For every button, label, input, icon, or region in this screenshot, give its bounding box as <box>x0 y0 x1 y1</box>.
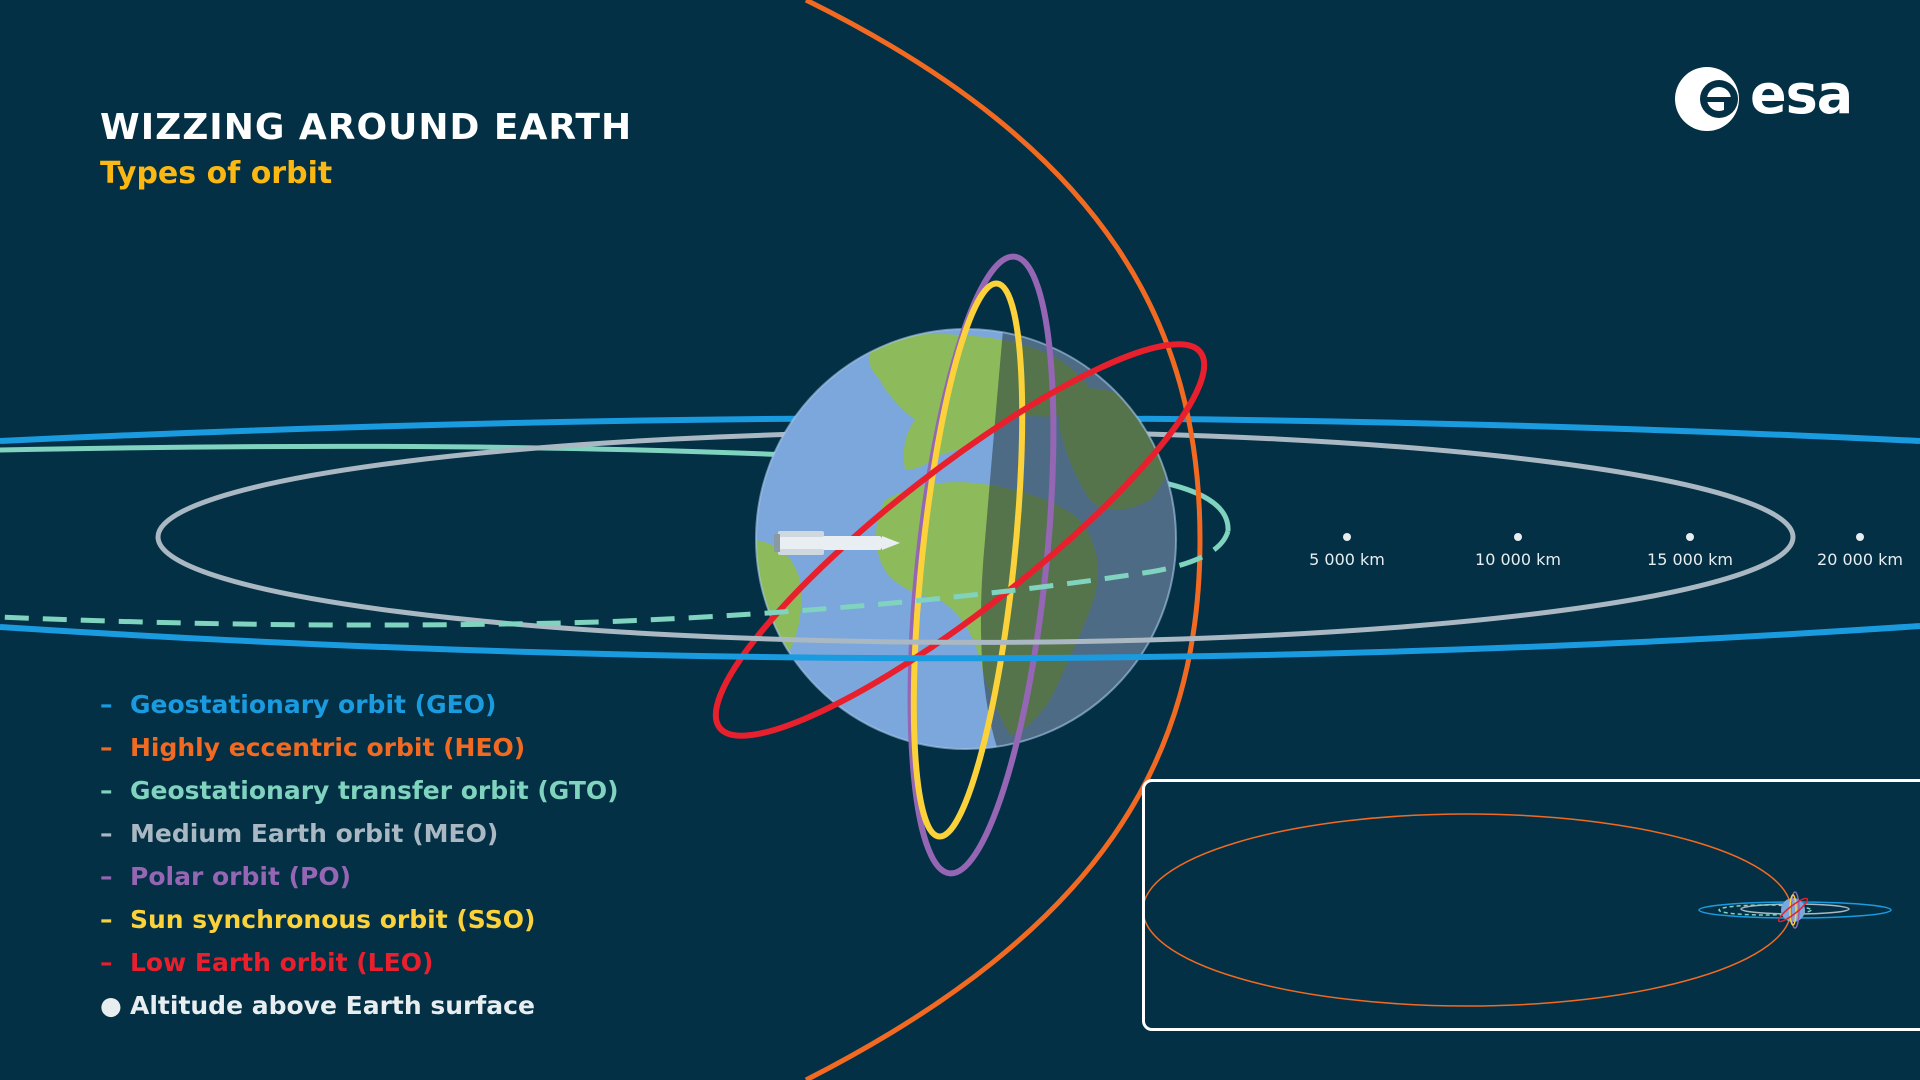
altitude-label: 10 000 km <box>1475 550 1561 569</box>
legend-marker: – <box>100 948 113 977</box>
legend-label: Medium Earth orbit (MEO) <box>130 819 499 848</box>
meo-orbit-front <box>155 536 1796 645</box>
esa-logo-mark-icon <box>1675 67 1739 131</box>
geo-orbit-front <box>0 623 1920 662</box>
legend-marker: – <box>100 776 113 805</box>
legend-item-altitude: ● Altitude above Earth surface <box>100 984 619 1027</box>
altitude-dot <box>1856 533 1864 541</box>
overview-diagram <box>1145 813 1892 1007</box>
leo-orbit <box>712 341 1208 739</box>
legend-label: Geostationary transfer orbit (GTO) <box>130 776 619 805</box>
legend-marker: – <box>100 733 113 762</box>
legend-item-gto: –Geostationary transfer orbit (GTO) <box>100 769 619 812</box>
inset-earth <box>1781 898 1805 922</box>
legend-marker: – <box>100 905 113 934</box>
legend-label: Highly eccentric orbit (HEO) <box>130 733 526 762</box>
legend-item-po: –Polar orbit (PO) <box>100 855 619 898</box>
altitude-dot <box>1686 533 1694 541</box>
esa-logo-text: esa <box>1750 63 1853 126</box>
inset-leo-orbit <box>1777 897 1809 923</box>
legend-item-meo: –Medium Earth orbit (MEO) <box>100 812 619 855</box>
overview-inset <box>1142 779 1920 1031</box>
legend-item-leo: –Low Earth orbit (LEO) <box>100 941 619 984</box>
altitude-label: 5 000 km <box>1309 550 1385 569</box>
legend-marker: ● <box>100 991 122 1020</box>
legend-item-sso: –Sun synchronous orbit (SSO) <box>100 898 619 941</box>
altitude-scale: 5 000 km 10 000 km 15 000 km 20 000 km <box>1309 533 1903 569</box>
polar-orbit <box>907 253 1057 877</box>
sso-orbit <box>910 280 1026 840</box>
page-subtitle: Types of orbit <box>100 156 333 191</box>
inset-sso-orbit <box>1789 894 1797 926</box>
heo-orbit <box>804 0 1203 1080</box>
legend-label: Sun synchronous orbit (SSO) <box>130 905 536 934</box>
legend-marker: – <box>100 862 113 891</box>
legend-label: Low Earth orbit (LEO) <box>130 948 434 977</box>
altitude-dot <box>1343 533 1351 541</box>
altitude-label: 20 000 km <box>1817 550 1903 569</box>
esa-logo: esa <box>1674 66 1858 132</box>
orbits-front <box>0 530 1920 662</box>
rocket-icon <box>774 531 900 555</box>
altitude-label: 15 000 km <box>1647 550 1733 569</box>
legend-marker: – <box>100 690 113 719</box>
orbit-legend: –Geostationary orbit (GEO) –Highly eccen… <box>100 683 619 1027</box>
legend-item-geo: –Geostationary orbit (GEO) <box>100 683 619 726</box>
page-title: WIZZING AROUND EARTH <box>100 107 633 148</box>
land-greenland <box>889 336 960 362</box>
legend-marker: – <box>100 819 113 848</box>
legend-label: Geostationary orbit (GEO) <box>130 690 497 719</box>
inset-heo-orbit <box>1145 813 1792 1007</box>
legend-item-heo: –Highly eccentric orbit (HEO) <box>100 726 619 769</box>
inset-gto-orbit <box>1718 904 1812 916</box>
legend-label: Altitude above Earth surface <box>130 991 535 1020</box>
legend-label: Polar orbit (PO) <box>130 862 352 891</box>
altitude-dot <box>1514 533 1522 541</box>
gto-orbit-front <box>0 530 1231 628</box>
